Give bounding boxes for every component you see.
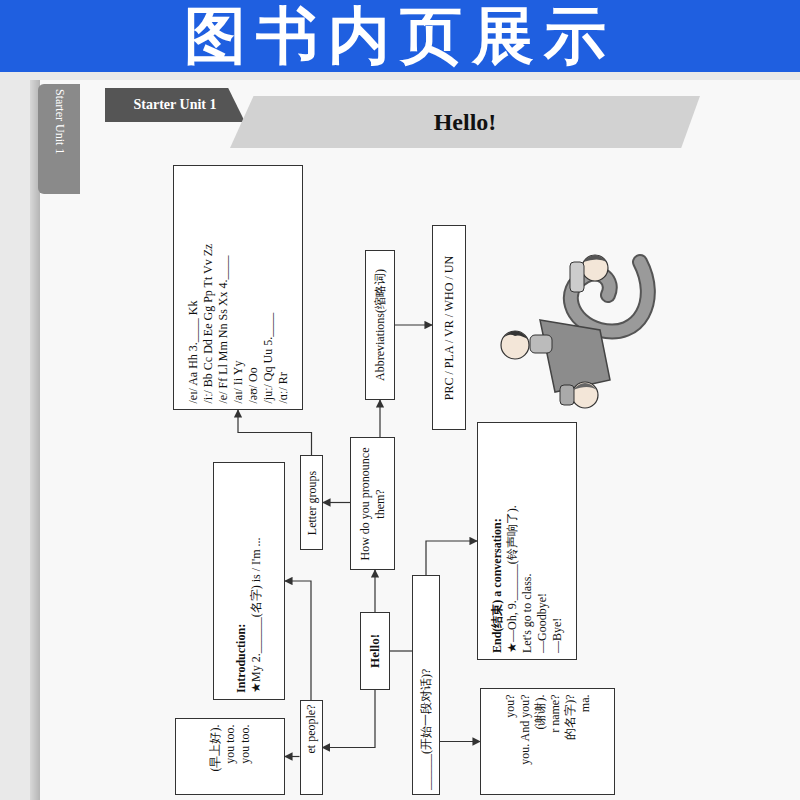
node-text: /iː/ Bb Cc Dd Ee Gg Pp Tt Vv Zz (201, 172, 216, 403)
node-text: Starter Unit 1 (52, 89, 67, 189)
connector-arrow (390, 650, 412, 651)
process-box: Letter groups (300, 455, 323, 550)
text-frame: Starter Unit 1 (52, 89, 67, 189)
connector-arrow (426, 541, 477, 575)
banner: 图书内页展示 (0, 0, 800, 72)
note-box: Introduction:★My 2.______(名字) is / I'm .… (213, 462, 285, 700)
node-text: /juː/ Qq Uu 5.____ (261, 172, 276, 403)
letter-group-box: /eɪ/ Aa Hh 3.____ Kk/iː/ Bb Cc Dd Ee Gg … (173, 165, 303, 410)
letter-shape (571, 262, 648, 332)
letter-shape (571, 262, 648, 332)
node-text: ★My 2.______(名字) is / I'm ... (249, 469, 264, 693)
text-frame: PRC / PLA / VR / WHO / UN (442, 230, 457, 425)
node-text: you too. (238, 724, 253, 789)
connector-arrow (285, 581, 311, 700)
node-text: PRC / PLA / VR / WHO / UN (442, 230, 457, 425)
node-text: (谢谢). (533, 694, 548, 789)
text-frame: End(结束) a conversation:★—Oh, 9.______(铃声… (490, 429, 565, 653)
text-frame: ______(开始一段对话)? (419, 580, 434, 790)
child-figure (570, 255, 608, 292)
text-frame: Introduction:★My 2.______(名字) is / I'm .… (234, 469, 264, 693)
letter-block (540, 320, 610, 392)
process-box: PRC / PLA / VR / WHO / UN (432, 225, 466, 430)
node-text: /eɪ/ Aa Hh 3.____ Kk (186, 172, 201, 403)
note-box: you?you. And you?(谢谢).r name?的名字)?ma. (480, 688, 615, 795)
text-frame: Abbreviations(缩略词) (373, 254, 388, 396)
node-text: ______(开始一段对话)? (419, 580, 434, 790)
child-figure (560, 382, 598, 408)
child-figure (501, 331, 552, 359)
process-box: How do you pronounce them? (350, 437, 395, 570)
cartoon-illustration (501, 255, 648, 408)
node-text: /əʊ/ Oo (246, 172, 261, 403)
node-text: ★—Oh, 9.______(铃声响了). (505, 429, 520, 653)
process-box: et people? (300, 700, 323, 795)
connector-arrow (323, 690, 376, 748)
text-frame: et people? (304, 704, 319, 791)
text-frame: /eɪ/ Aa Hh 3.____ Kk/iː/ Bb Cc Dd Ee Gg … (186, 172, 291, 403)
text-frame: Hello! (230, 96, 700, 148)
node-text: r name? (548, 694, 563, 789)
node-text: et people? (304, 704, 319, 791)
text-frame: Hello! (367, 616, 383, 686)
text-frame: Letter groups (304, 459, 319, 546)
title-band: Hello! (230, 96, 700, 148)
node-text: /ɑː/ Rr (276, 172, 291, 403)
node-text: you. And you? (518, 694, 533, 789)
band-fill (230, 96, 700, 148)
text-frame: How do you pronounce them? (358, 442, 388, 565)
band-fill (105, 88, 245, 122)
connector-arrow (440, 741, 480, 742)
process-box: Abbreviations(缩略词) (365, 250, 395, 400)
node-text: (早上好). (208, 724, 223, 789)
central-box: Hello! (360, 612, 390, 690)
unit-band: Starter Unit 1 (105, 88, 245, 122)
node-text: you too. (223, 724, 238, 789)
node-heading: Starter Unit 1 (134, 96, 217, 114)
node-text: Abbreviations(缩略词) (373, 254, 388, 396)
connector-arrow (395, 324, 432, 325)
book-page (40, 80, 800, 800)
node-text: —Goodbye! (535, 429, 550, 653)
text-frame: (早上好).you too.you too. (208, 724, 253, 789)
process-box: ______(开始一段对话)? (412, 575, 440, 795)
node-heading: Hello! (367, 616, 383, 686)
node-heading: Hello! (434, 107, 497, 137)
note-box: (早上好).you too.you too. (175, 718, 285, 795)
node-text: Letter groups (304, 459, 319, 546)
node-heading: End(结束) a conversation: (490, 429, 505, 653)
side-tab: Starter Unit 1 (38, 84, 80, 194)
connector-arrow (323, 502, 350, 503)
node-text: /e/ Ff Ll Mm Nn Ss Xx 4.____ (216, 172, 231, 403)
connector-arrow (238, 410, 312, 455)
connector-arrow (374, 570, 375, 612)
banner-title: 图书内页展示 (184, 0, 616, 78)
text-frame: you?you. And you?(谢谢).r name?的名字)?ma. (503, 694, 593, 789)
node-text: How do you pronounce them? (358, 442, 388, 565)
node-text: 的名字)? (563, 694, 578, 789)
connector-arrow (285, 756, 300, 757)
node-text: /aɪ/ Ii Yy (231, 172, 246, 403)
node-text: —Bye! (550, 429, 565, 653)
note-box: End(结束) a conversation:★—Oh, 9.______(铃声… (477, 422, 577, 660)
node-text: ma. (578, 694, 593, 789)
node-text: Let's go to class. (520, 429, 535, 653)
connector-arrow (379, 400, 380, 437)
text-frame: Starter Unit 1 (105, 88, 245, 122)
node-heading: Introduction: (234, 469, 249, 693)
node-text: you? (503, 694, 518, 789)
